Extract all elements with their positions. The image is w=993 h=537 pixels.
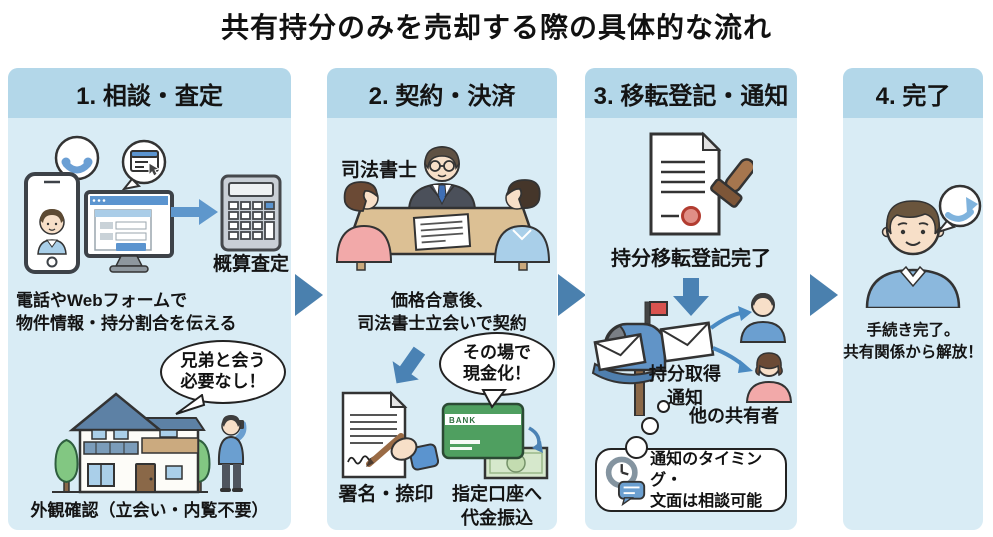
coowners-label: 他の共有者	[689, 406, 779, 426]
sign-seal-label: 署名・捺印	[338, 484, 434, 505]
page-title: 共有持分のみを売却する際の具体的な流れ	[220, 12, 772, 43]
signature-document-icon	[341, 390, 408, 479]
notification-illustration	[591, 293, 793, 416]
completed-man-icon	[865, 200, 961, 308]
thought-dot-icon	[641, 417, 659, 435]
step-2-title: 2. 契約・決済	[368, 82, 516, 110]
step-2-header: 2. 契約・決済	[327, 68, 557, 118]
step-2-desc-line1: 価格合意後、	[391, 291, 493, 310]
client-woman-icon	[335, 181, 393, 263]
transfer-arrow-icon	[528, 426, 543, 453]
calculator-icon	[220, 174, 282, 252]
step-2-description: 価格合意後、 司法書士立会いで契約	[327, 290, 557, 336]
step-4-desc-line1: 手続き完了。	[866, 322, 960, 339]
clock-chat-icon	[605, 456, 646, 507]
payment-line1: 指定口座へ	[452, 484, 542, 504]
registered-document-icon	[649, 131, 722, 236]
house-check-illustration	[52, 392, 247, 494]
smartphone-icon	[24, 172, 80, 274]
no-meeting-callout: 兄弟と会う 必要なし！	[160, 340, 286, 404]
step-1-header: 1. 相談・査定	[8, 68, 291, 118]
instant-cash-callout: その場で 現金化！	[439, 332, 555, 396]
payment-label: 指定口座へ 代金振込	[439, 482, 555, 531]
tree-icon	[54, 438, 79, 493]
step-panel-4: 4. 完了 手続き完了。 共有関係から解放！	[843, 68, 983, 530]
estimate-label: 概算査定	[212, 254, 289, 275]
scrivener-label: 司法書士	[341, 160, 418, 181]
step-1-desc-line2: 物件情報・持分割合を伝える	[16, 313, 237, 333]
step-3-header: 3. 移転登記・通知	[585, 68, 797, 118]
flow-arrow-1-icon	[295, 274, 323, 316]
step-4-header: 4. 完了	[843, 68, 983, 118]
outgoing-envelope-icon	[593, 332, 647, 372]
callout-line2: 現金化！	[463, 364, 531, 383]
thought-dot-icon	[625, 436, 648, 459]
callout-line1: その場で	[463, 343, 531, 363]
registration-illustration	[649, 131, 753, 236]
notice-timing-note: 通知のタイミング・ 文面は相談可能	[595, 448, 787, 512]
payment-line2: 代金振込	[461, 508, 533, 529]
notice-line1: 持分取得	[649, 364, 721, 384]
step-3-title: 3. 移転登記・通知	[593, 82, 789, 110]
flow-arrow-2-icon	[558, 274, 586, 316]
contract-meeting-illustration	[335, 146, 551, 271]
step-4-desc-line2: 共有関係から解放！	[843, 344, 983, 362]
exterior-check-note: 外観確認（立会い・内覧不要）	[30, 501, 269, 520]
observer-person-icon	[217, 415, 247, 492]
callout-tail-icon	[175, 394, 206, 415]
note-line2: 文面は相談可能	[650, 492, 763, 510]
callout-line1: 兄弟と会う	[180, 351, 266, 371]
chat-bubble-icon	[617, 480, 646, 507]
thought-dot-icon	[657, 400, 670, 413]
scrivener-icon	[407, 146, 477, 211]
step-panel-2: 2. 契約・決済 司法書士	[327, 68, 557, 530]
contact-illustration	[24, 135, 174, 274]
note-text: 通知のタイミング・ 文面は相談可能	[650, 449, 785, 512]
arrow-down-icon	[673, 278, 709, 316]
stamp-icon	[710, 158, 753, 208]
signing-hand-icon	[366, 433, 439, 471]
notice-label: 持分取得 通知	[637, 362, 733, 411]
payment-illustration: BANK	[441, 402, 549, 480]
step-1-desc-line1: 電話やWebフォームで	[16, 291, 188, 310]
house-icon	[52, 392, 208, 494]
notice-arrows-icon	[709, 306, 753, 373]
webform-bubble-icon	[121, 139, 167, 191]
step-4-title: 4. 完了	[875, 82, 951, 110]
callout-line2: 必要なし！	[180, 372, 266, 391]
callout-tail-icon	[481, 389, 508, 409]
small-arrow-right-icon	[171, 199, 218, 225]
flow-arrow-3-icon	[810, 274, 838, 316]
contract-document-icon	[412, 213, 472, 251]
step-1-description: 電話やWebフォームで 物件情報・持分割合を伝える	[16, 290, 237, 336]
bank-card-text: BANK	[449, 416, 476, 425]
notice-line2: 通知	[667, 388, 703, 409]
bank-card-icon: BANK	[441, 402, 525, 460]
arrow-down-left-icon	[392, 346, 426, 384]
step-1-title: 1. 相談・査定	[76, 82, 223, 110]
registration-label: 持分移転登記完了	[611, 248, 771, 270]
coowner-man-icon	[739, 293, 787, 343]
monitor-icon	[84, 190, 174, 273]
step-2-desc-line2: 司法書士立会いで契約	[357, 313, 527, 333]
mailbox-icon	[591, 301, 668, 416]
step-panel-1: 1. 相談・査定	[8, 68, 291, 530]
coowner-woman-icon	[745, 352, 793, 403]
step-panel-3: 3. 移転登記・通知 持分移転登記完了	[585, 68, 797, 530]
signing-illustration	[341, 390, 439, 479]
note-line1: 通知のタイミング・	[650, 450, 763, 489]
step-4-description: 手続き完了。 共有関係から解放！	[829, 320, 993, 365]
caller-avatar	[37, 209, 67, 255]
client-man-icon	[493, 179, 551, 263]
notice-envelope-icon	[659, 321, 715, 363]
relief-bubble-icon	[935, 184, 982, 234]
